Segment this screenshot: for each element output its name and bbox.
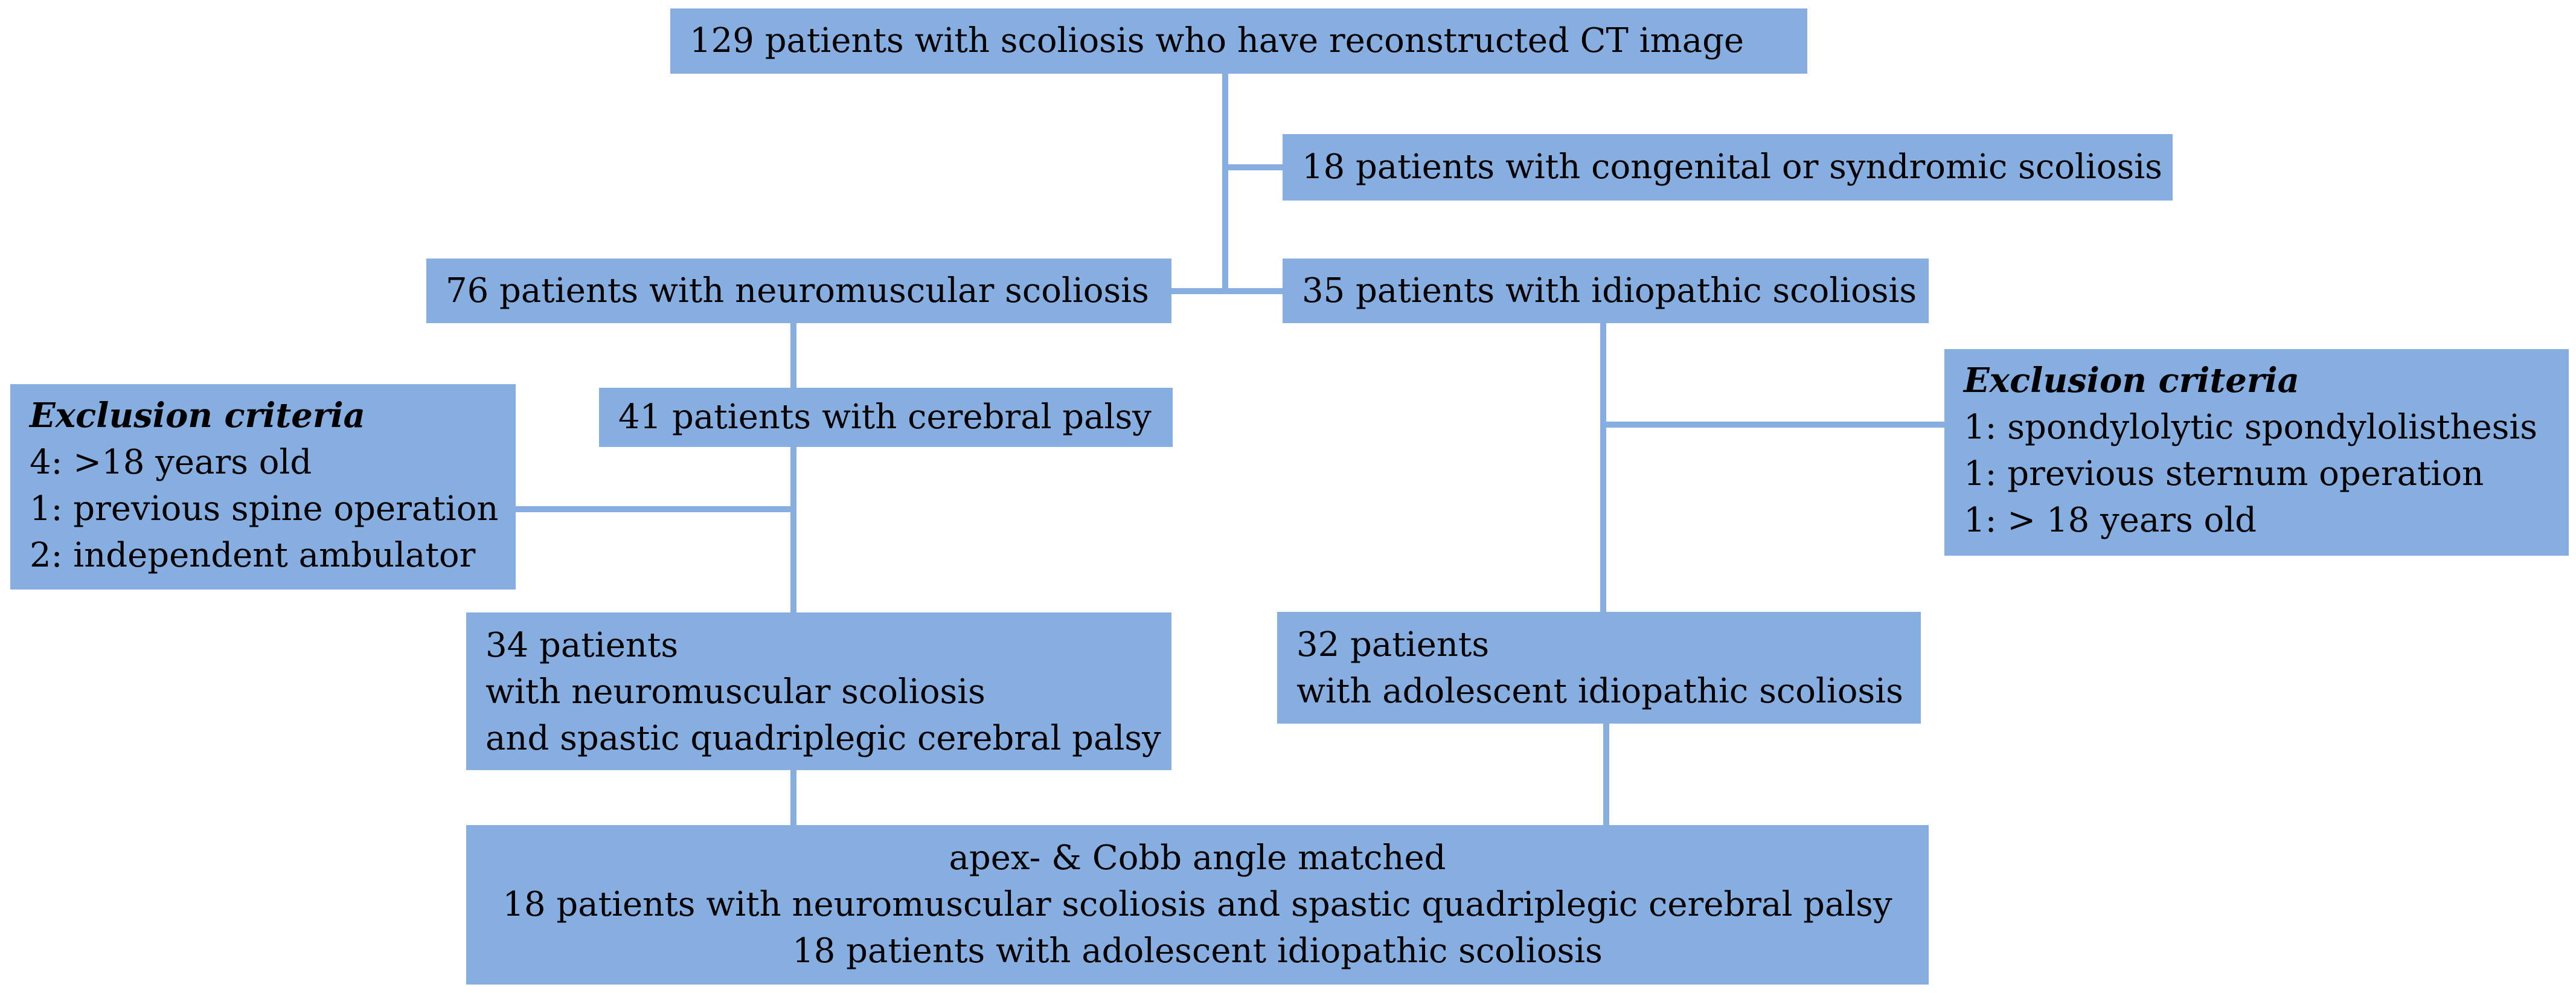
exclusion-right-item: 1: > 18 years old: [1964, 501, 2257, 540]
connector-to-congenital: [1222, 164, 1283, 170]
ais-group-line: with adolescent idiopathic scoliosis: [1296, 672, 1903, 711]
connector-neuromuscular-to-cp: [790, 323, 796, 388]
nm-cp-group-line: with neuromuscular scoliosis: [485, 672, 985, 712]
connector-cp-trunk: [790, 447, 796, 612]
exclusion-right-item: 1: previous sternum operation: [1964, 454, 2484, 493]
neuromuscular-box: 76 patients with neuromuscular scoliosis: [426, 259, 1171, 323]
congenital-box: 18 patients with congenital or syndromic…: [1283, 134, 2173, 201]
congenital-text: 18 patients with congenital or syndromic…: [1302, 147, 2162, 187]
exclusion-right-title: Exclusion criteria: [1964, 361, 2299, 400]
matched-line: 18 patients with adolescent idiopathic s…: [792, 931, 1603, 971]
exclusion-left-title: Exclusion criteria: [30, 396, 365, 435]
connector-idiopathic-trunk: [1600, 323, 1606, 612]
connector-to-exclusion-left: [516, 506, 793, 512]
nm-cp-group-box: 34 patients with neuromuscular scoliosis…: [466, 612, 1171, 770]
cerebral-palsy-text: 41 patients with cerebral palsy: [618, 397, 1152, 437]
connector-nmcp-to-matched: [790, 770, 796, 825]
neuromuscular-text: 76 patients with neuromuscular scoliosis: [446, 271, 1149, 310]
matched-line: apex- & Cobb angle matched: [949, 838, 1446, 878]
cerebral-palsy-box: 41 patients with cerebral palsy: [599, 388, 1173, 447]
exclusion-criteria-left-box: Exclusion criteria 4: >18 years old 1: p…: [10, 384, 516, 590]
connector-split-horizontal: [1171, 288, 1283, 294]
exclusion-left-item: 4: >18 years old: [30, 443, 312, 482]
connector-to-exclusion-right: [1603, 422, 1944, 428]
exclusion-right-item: 1: spondylolytic spondylolisthesis: [1964, 408, 2538, 447]
matched-groups-box: apex- & Cobb angle matched 18 patients w…: [466, 825, 1929, 985]
ais-group-line: 32 patients: [1296, 625, 1490, 664]
nm-cp-group-line: 34 patients: [485, 626, 679, 665]
exclusion-left-item: 2: independent ambulator: [30, 536, 476, 575]
nm-cp-group-line: and spastic quadriplegic cerebral palsy: [485, 719, 1161, 758]
idiopathic-box: 35 patients with idiopathic scoliosis: [1283, 259, 1929, 323]
total-patients-text: 129 patients with scoliosis who have rec…: [690, 21, 1745, 60]
idiopathic-text: 35 patients with idiopathic scoliosis: [1302, 271, 1917, 310]
exclusion-criteria-right-box: Exclusion criteria 1: spondylolytic spon…: [1944, 349, 2569, 556]
exclusion-left-item: 1: previous spine operation: [30, 489, 499, 529]
matched-line: 18 patients with neuromuscular scoliosis…: [502, 885, 1892, 924]
connector-total-trunk: [1222, 74, 1228, 291]
total-patients-box: 129 patients with scoliosis who have rec…: [670, 8, 1807, 74]
ais-group-box: 32 patients with adolescent idiopathic s…: [1277, 612, 1921, 724]
connector-ais-to-matched: [1603, 724, 1609, 825]
